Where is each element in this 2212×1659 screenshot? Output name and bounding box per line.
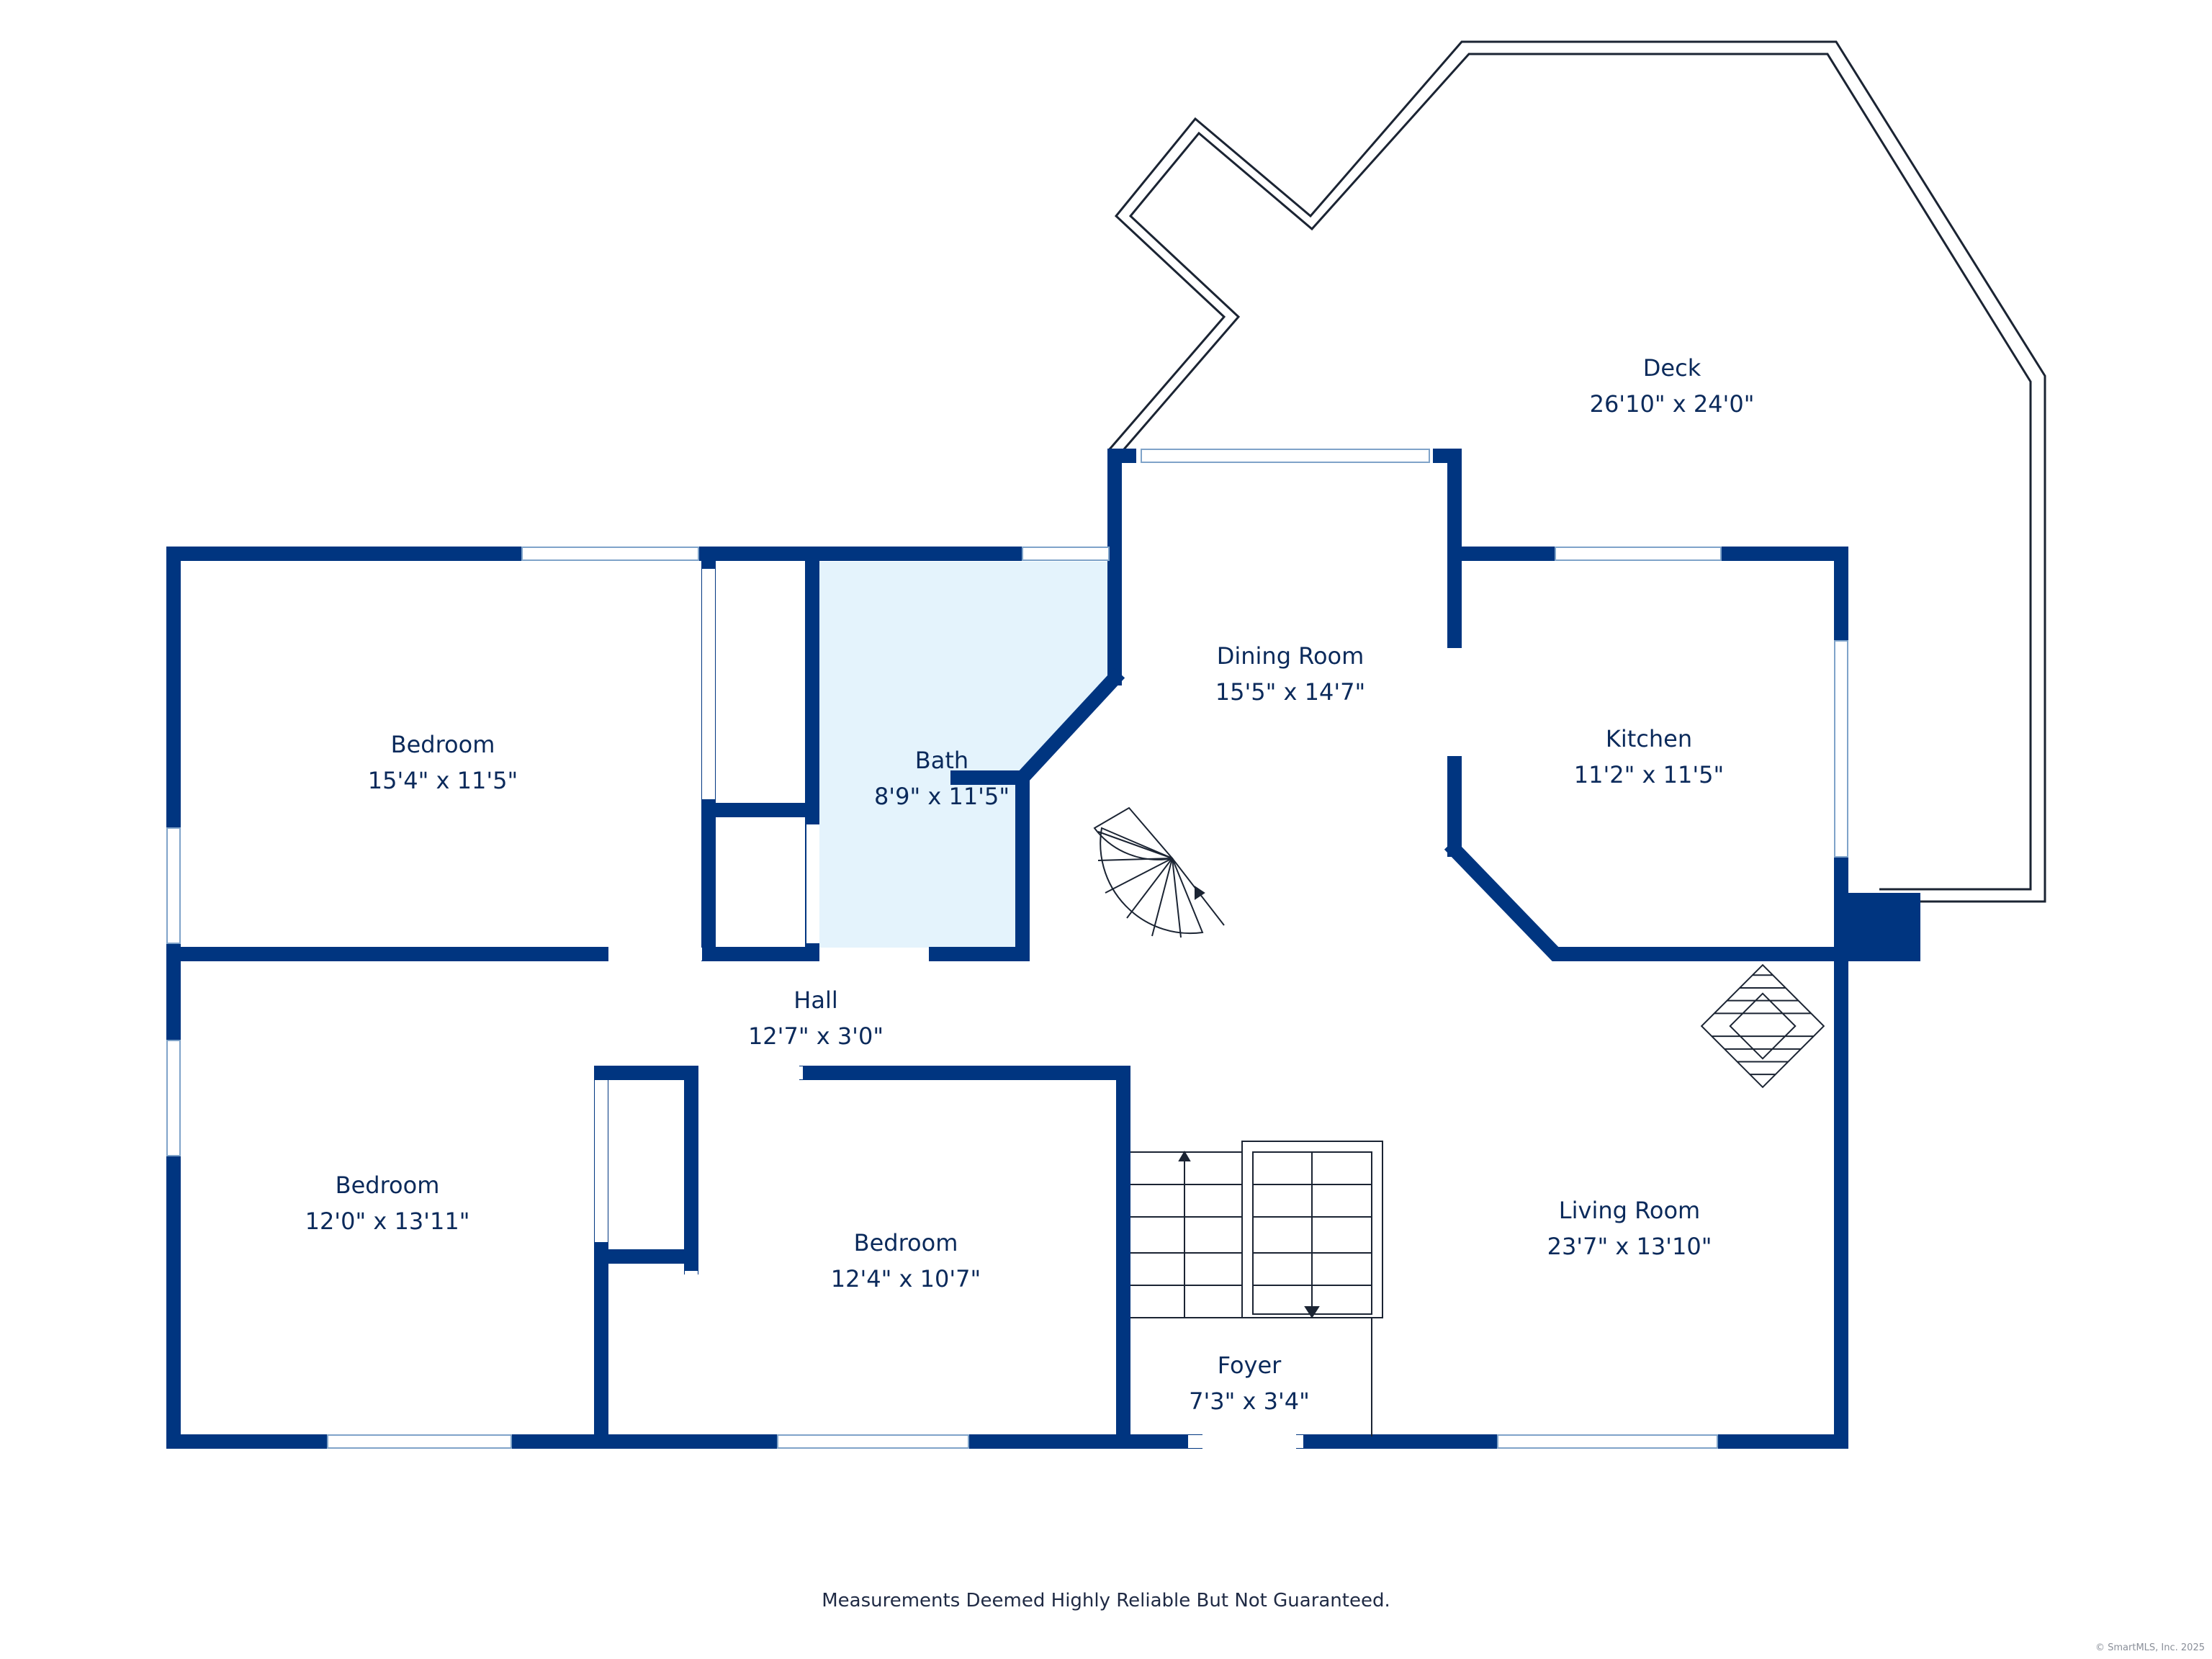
door-openings: [595, 569, 1461, 1448]
bedroom3-dim: 12'4" x 10'7": [831, 1265, 981, 1292]
deck-outline: [1107, 40, 2046, 903]
chimney: [1834, 893, 1920, 961]
disclaimer-footnote: Measurements Deemed Highly Reliable But …: [822, 1590, 1390, 1611]
foyer-name: Foyer: [1218, 1352, 1282, 1379]
hall-name: Hall: [793, 986, 837, 1014]
bedroom2-name: Bedroom: [336, 1172, 440, 1199]
spiral-stair: [1093, 806, 1225, 938]
living-dim: 23'7" x 13'10": [1547, 1233, 1712, 1260]
kitchen-name: Kitchen: [1606, 725, 1692, 752]
bedroom3-name: Bedroom: [854, 1229, 958, 1256]
dining-north-wall: [1107, 449, 1462, 463]
fireplace: [1700, 963, 1825, 1089]
copyright-notice: © SmartMLS, Inc. 2025: [2095, 1642, 2205, 1653]
bedroom2-dim: 12'0" x 13'11": [305, 1208, 470, 1235]
deck-dim: 26'10" x 24'0": [1590, 390, 1755, 418]
deck-name: Deck: [1643, 354, 1701, 382]
room-labels: Deck 26'10" x 24'0" Dining Room 15'5" x …: [305, 354, 1755, 1415]
dining-dim: 15'5" x 14'7": [1215, 678, 1365, 706]
bath-name: Bath: [915, 747, 968, 774]
windows: [166, 449, 1848, 1449]
bedroom1-name: Bedroom: [391, 731, 495, 758]
bath-dim: 8'9" x 11'5": [874, 783, 1010, 810]
hall-dim: 12'7" x 3'0": [748, 1022, 884, 1050]
living-name: Living Room: [1559, 1197, 1700, 1224]
kitchen-dim: 11'2" x 11'5": [1574, 761, 1724, 788]
foyer-dim: 7'3" x 3'4": [1189, 1388, 1310, 1415]
bedroom1-dim: 15'4" x 11'5": [368, 767, 518, 794]
straight-stair: [1130, 1141, 1383, 1437]
bath-floor: [812, 562, 1115, 958]
dining-name: Dining Room: [1217, 642, 1364, 670]
